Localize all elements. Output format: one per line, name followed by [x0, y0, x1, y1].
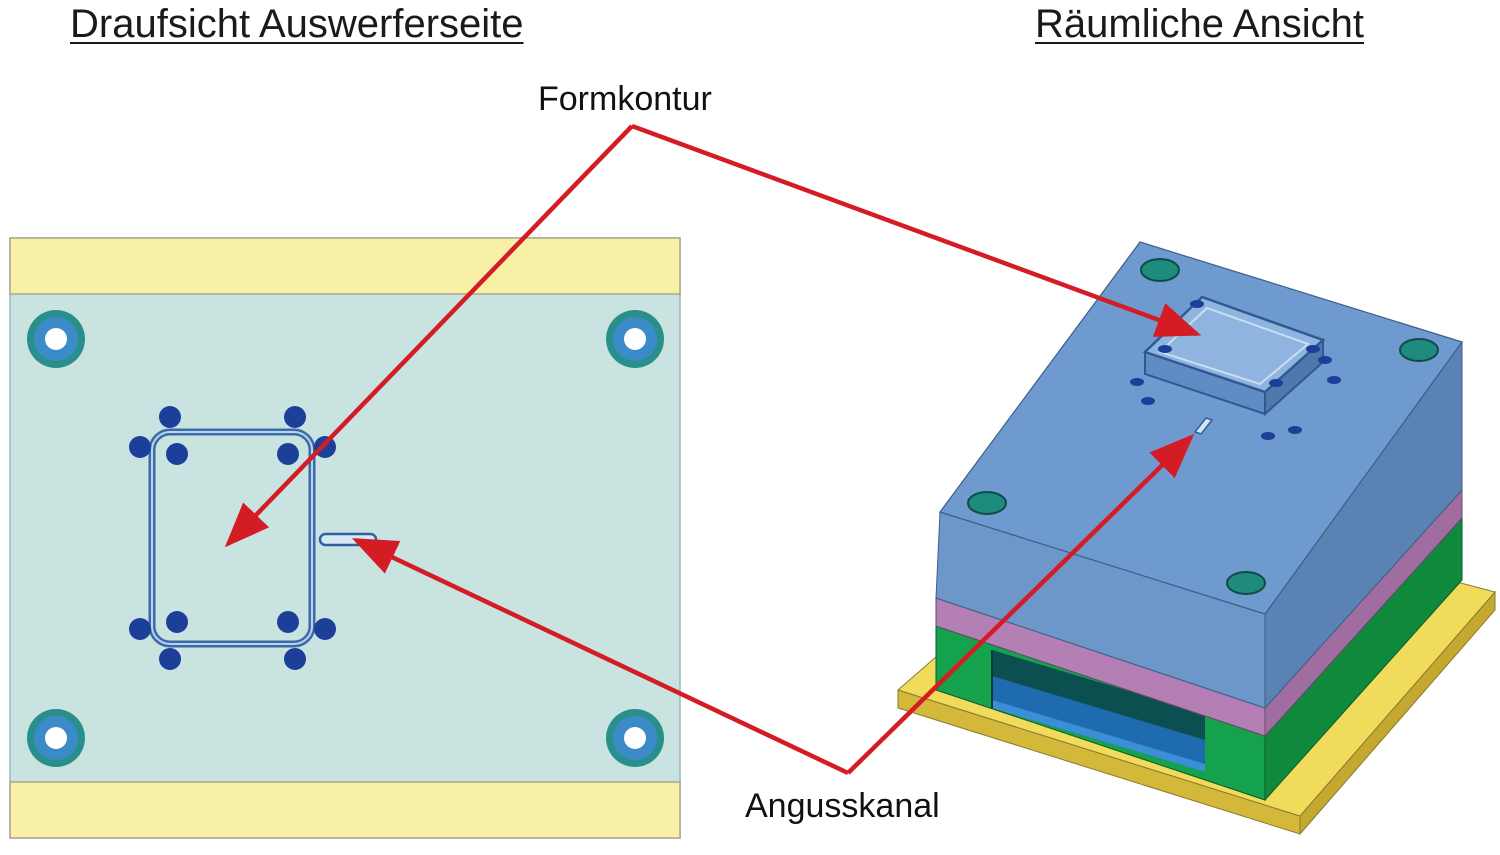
- spatial-view-title: Räumliche Ansicht: [1035, 2, 1365, 46]
- guide-bushing-top-left: [27, 310, 85, 368]
- guide-bushing-bottom-right: [606, 709, 664, 767]
- arrow-formkontur-iso: [631, 123, 1202, 337]
- arrow-formkontur-top-view: [224, 124, 634, 548]
- isometric-mold: [896, 241, 1496, 836]
- clamp-plate-top: [9, 237, 681, 295]
- top-view-mold: [9, 237, 681, 839]
- sprue-channel-iso: [1193, 417, 1214, 435]
- guide-bushing-top-right: [606, 310, 664, 368]
- mold-contour-label: Formkontur: [538, 80, 712, 118]
- top-view-title: Draufsicht Auswerferseite: [70, 2, 524, 46]
- arrow-anguss-iso: [846, 433, 1195, 775]
- clamp-plate-bottom: [9, 781, 681, 839]
- arrows: [224, 123, 1202, 776]
- ejector-pins-top-view: [129, 406, 336, 670]
- sprue-channel-label: Angusskanal: [745, 787, 940, 825]
- arrow-anguss-top-view: [351, 537, 849, 776]
- iso-guide-bushings: [967, 258, 1439, 595]
- guide-bushing-bottom-left: [27, 709, 85, 767]
